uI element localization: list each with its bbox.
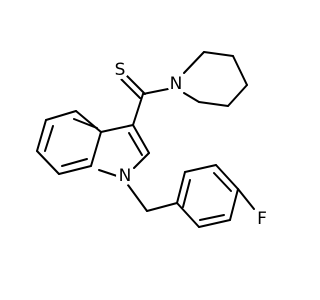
bond-c-npip: [142, 88, 169, 95]
sulfur-label-bg: [111, 61, 129, 79]
bond-c3-c2: [132, 124, 150, 154]
bond-ph-2-3: [184, 164, 217, 173]
bond-pip-c4-c5: [198, 101, 229, 107]
indole-nitrogen-label-bg: [116, 167, 134, 185]
bond-pip-c5-n: [183, 92, 200, 103]
fluorine-label-bg: [253, 210, 271, 228]
bond-ph-1-2-inner: [182, 179, 191, 208]
bond-c7-c7a-inner: [61, 158, 88, 167]
bond-c3-c2-inner: [128, 132, 143, 156]
bond-ph-3-4: [215, 164, 239, 190]
bond-c3-c3a: [100, 124, 134, 133]
bond-ph-4-5: [229, 188, 239, 221]
bond-ph-5-6-inner: [199, 214, 225, 221]
bond-c-c3: [132, 93, 144, 126]
bond-c3a-c4-inner: [73, 118, 98, 129]
bond-n1-ch2: [127, 184, 148, 212]
atom-labels: S N N F: [111, 60, 271, 229]
bond-c2-n1: [133, 152, 150, 169]
molecule-diagram: S N N F: [36, 51, 271, 229]
bond-c5-c6-inner: [44, 125, 54, 152]
bond-pip-c2-c3: [232, 55, 248, 86]
bond-pip-n-c1: [183, 51, 205, 74]
indole-nitrogen-label: N: [119, 166, 132, 186]
bond-c-f: [237, 188, 255, 210]
bond-c5-c6: [36, 119, 47, 152]
bond-n1-c7a: [98, 169, 118, 177]
bond-pip-c1-c2: [203, 51, 234, 57]
piperidine-nitrogen-label-bg: [167, 75, 185, 93]
bond-ch2-benzyl: [146, 202, 178, 212]
bond-c-s-double-a: [125, 74, 146, 95]
bond-c3a-c7a: [90, 131, 102, 167]
fluorine-atom-label: F: [257, 209, 267, 229]
sulfur-atom-label: S: [115, 60, 126, 80]
bonds: [36, 51, 255, 228]
bond-ph-5-6: [198, 219, 231, 228]
bond-c-s-double-b: [120, 78, 141, 99]
bond-ph-6-1: [176, 202, 200, 228]
piperidine-nitrogen-label: N: [170, 74, 183, 94]
bond-c6-c7: [36, 150, 60, 175]
bond-c4-c5: [45, 110, 77, 121]
bond-ph-1-2: [176, 171, 186, 204]
bond-pip-c3-c4: [227, 84, 248, 107]
bond-c7-c7a: [58, 165, 92, 175]
bond-ph-3-4-inner: [213, 172, 232, 192]
